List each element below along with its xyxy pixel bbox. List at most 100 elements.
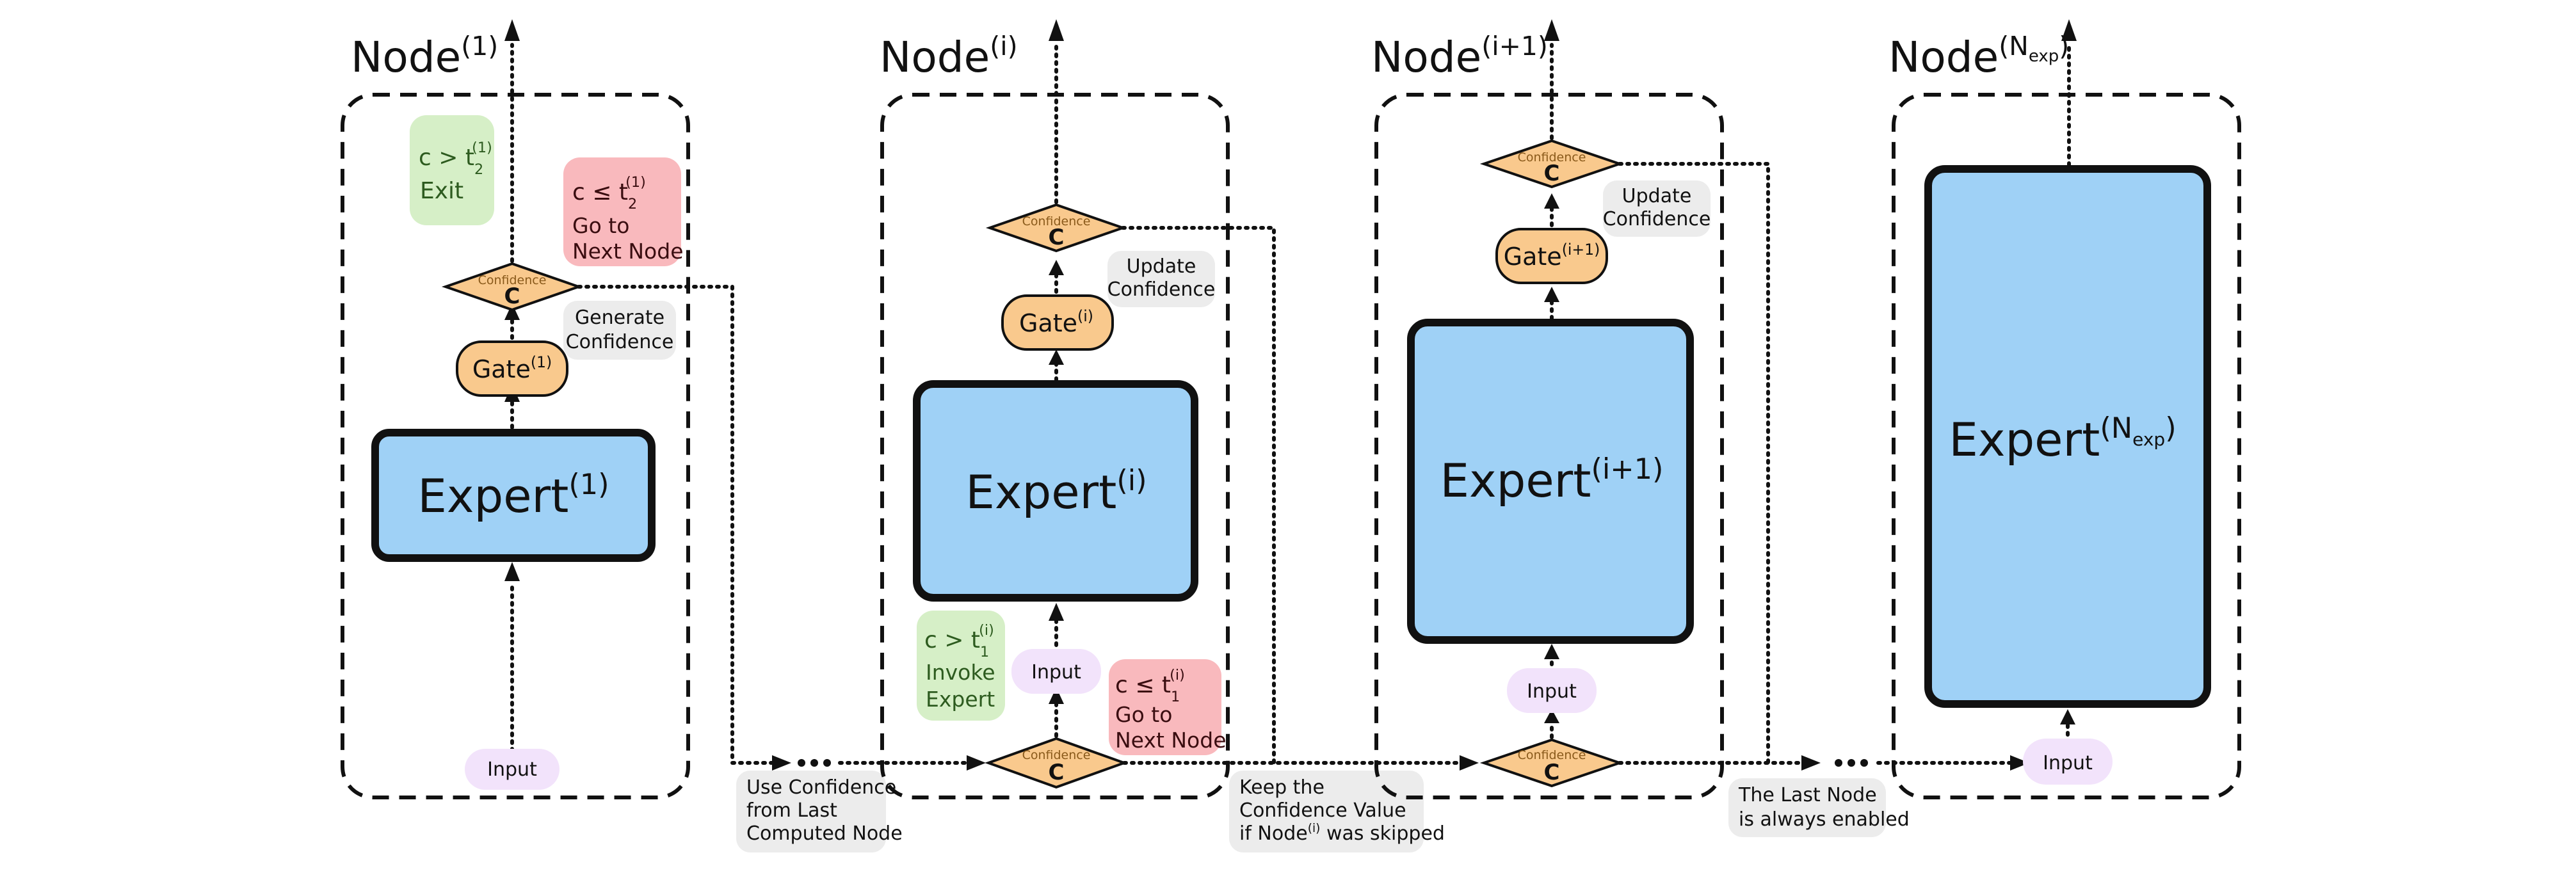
node-1-title: Node(1) bbox=[351, 31, 498, 82]
confidence-symbol-i1-top: C bbox=[1544, 161, 1560, 186]
gate-i-label: Gate(i) bbox=[1019, 307, 1093, 337]
use-conf-line1: Use Confidence bbox=[746, 776, 896, 799]
use-confidence-note bbox=[736, 771, 886, 852]
input-nexp-pill bbox=[2023, 739, 2113, 785]
last-node-line1: The Last Node bbox=[1738, 784, 1877, 806]
node-i-title: Node(i) bbox=[880, 31, 1018, 82]
confidence-label-i1-top: Confidence bbox=[1518, 150, 1586, 164]
expert-i-box bbox=[913, 380, 1198, 602]
gate-i-box bbox=[1001, 294, 1114, 351]
arrowhead bbox=[1460, 755, 1479, 771]
flow-node1-to-bottom bbox=[577, 285, 774, 765]
arrowhead bbox=[504, 19, 520, 41]
invoke-expert-note bbox=[917, 611, 1005, 721]
confidence-label-i-top: Confidence bbox=[1022, 214, 1091, 228]
ellipsis-1 bbox=[798, 759, 831, 767]
arrowhead bbox=[1049, 603, 1064, 621]
arrowhead bbox=[1049, 687, 1064, 704]
expert-1-box bbox=[371, 429, 656, 562]
arrowhead bbox=[1801, 755, 1821, 771]
input-i-label: Input bbox=[1031, 661, 1081, 684]
expert-i-label: Expert(i) bbox=[965, 464, 1147, 519]
arrowhead bbox=[1544, 193, 1559, 209]
expert-i1-box bbox=[1407, 319, 1694, 644]
update-line2-i: Confidence bbox=[1107, 278, 1216, 301]
keep-conf-line2: Confidence Value bbox=[1239, 799, 1406, 822]
update-line2-i1: Confidence bbox=[1603, 208, 1711, 230]
invoke-condition: c > t1(i) bbox=[924, 622, 994, 660]
arrowhead bbox=[772, 755, 791, 771]
gate-i1-box bbox=[1495, 228, 1608, 284]
update-confidence-note-i1 bbox=[1603, 180, 1711, 237]
arrowhead bbox=[1544, 709, 1559, 723]
generate-confidence-note bbox=[563, 301, 676, 360]
expert-1-label: Expert(1) bbox=[417, 468, 609, 523]
go-to-next-line2-i: Next Node bbox=[1115, 728, 1227, 753]
go-to-next-line2-1: Next Node bbox=[572, 239, 684, 264]
expert-nexp-box bbox=[1924, 165, 2211, 708]
use-conf-line2: from Last bbox=[746, 799, 837, 822]
last-node-line2: is always enabled bbox=[1739, 808, 1910, 831]
confidence-symbol-1: C bbox=[504, 284, 520, 309]
arrowhead bbox=[1049, 19, 1064, 41]
confidence-symbol-i-top: C bbox=[1049, 225, 1065, 250]
arrowhead bbox=[504, 303, 520, 320]
go-to-next-line1-1: Go to bbox=[572, 213, 629, 238]
exit-condition: c > t2(1) bbox=[419, 140, 492, 178]
node-i: Node(i) Confidence C Input Expert(i) Gat… bbox=[880, 19, 1230, 799]
arrowhead bbox=[1544, 19, 1559, 41]
input-nexp-label: Input bbox=[2043, 752, 2093, 774]
exit-note bbox=[410, 115, 494, 225]
flow-node-i1-keep-confidence bbox=[1618, 162, 1770, 765]
confidence-symbol-i-bottom: C bbox=[1049, 760, 1065, 785]
generate-line1: Generate bbox=[575, 307, 664, 329]
go-to-next-note-i bbox=[1109, 659, 1221, 755]
update-confidence-note-i bbox=[1107, 251, 1215, 307]
confidence-label-1: Confidence bbox=[478, 273, 547, 287]
node-1-boundary bbox=[341, 93, 690, 799]
arrowhead bbox=[1049, 260, 1064, 275]
confidence-label-i1-bottom: Confidence bbox=[1518, 748, 1586, 762]
go-to-next-condition-i: c ≤ t1(i) bbox=[1115, 667, 1185, 705]
update-line1-i1: Update bbox=[1622, 185, 1692, 207]
keep-conf-line3: if Node(i) was skipped bbox=[1239, 822, 1445, 845]
arrowhead bbox=[504, 562, 520, 581]
generate-line2: Confidence bbox=[566, 331, 674, 353]
arrowhead bbox=[1544, 287, 1559, 302]
keep-conf-line1: Keep the bbox=[1239, 776, 1324, 799]
input-i1-label: Input bbox=[1527, 680, 1577, 703]
node-i1-title: Node(i+1) bbox=[1371, 31, 1548, 82]
node-i1-boundary bbox=[1374, 93, 1724, 799]
input-1-label: Input bbox=[487, 758, 537, 781]
last-node-note bbox=[1728, 778, 1886, 837]
arrowhead bbox=[1544, 644, 1559, 659]
node-i-plus-1: Node(i+1) Confidence C Input Expert(i+1)… bbox=[1371, 19, 1724, 799]
expert-i1-label: Expert(i+1) bbox=[1440, 452, 1664, 508]
flow-node-i-keep-confidence bbox=[1121, 226, 1276, 765]
exit-label: Exit bbox=[420, 178, 463, 204]
input-1-pill bbox=[465, 749, 559, 790]
node-1: Node(1) Expert(1) Gate(1) Confidence C I… bbox=[341, 19, 690, 799]
ellipsis-2 bbox=[1835, 759, 1868, 767]
keep-confidence-note bbox=[1229, 771, 1424, 852]
confidence-label-i-bottom: Confidence bbox=[1022, 748, 1091, 762]
gate-1-label: Gate(1) bbox=[472, 353, 552, 383]
arrowhead bbox=[2060, 709, 2075, 724]
invoke-line2: Expert bbox=[926, 687, 995, 712]
confidence-symbol-i1-bottom: C bbox=[1544, 760, 1560, 785]
node-n-exp: Node(Nexp) Input Expert(Nexp) bbox=[1888, 19, 2241, 799]
use-conf-line3: Computed Node bbox=[746, 822, 903, 845]
arrowhead bbox=[2010, 755, 2029, 771]
input-i-pill bbox=[1011, 649, 1101, 694]
node-nexp-title: Node(Nexp) bbox=[1888, 31, 2069, 82]
arrowhead bbox=[967, 755, 986, 771]
go-to-next-condition-1: c ≤ t2(1) bbox=[572, 174, 646, 212]
gate-i1-label: Gate(i+1) bbox=[1504, 241, 1600, 271]
input-i1-pill bbox=[1507, 668, 1597, 713]
go-to-next-note-1 bbox=[563, 157, 681, 266]
arrowhead bbox=[1049, 349, 1064, 365]
update-line1-i: Update bbox=[1127, 255, 1196, 278]
node-nexp-boundary bbox=[1892, 93, 2241, 799]
arrowhead bbox=[2061, 19, 2077, 41]
